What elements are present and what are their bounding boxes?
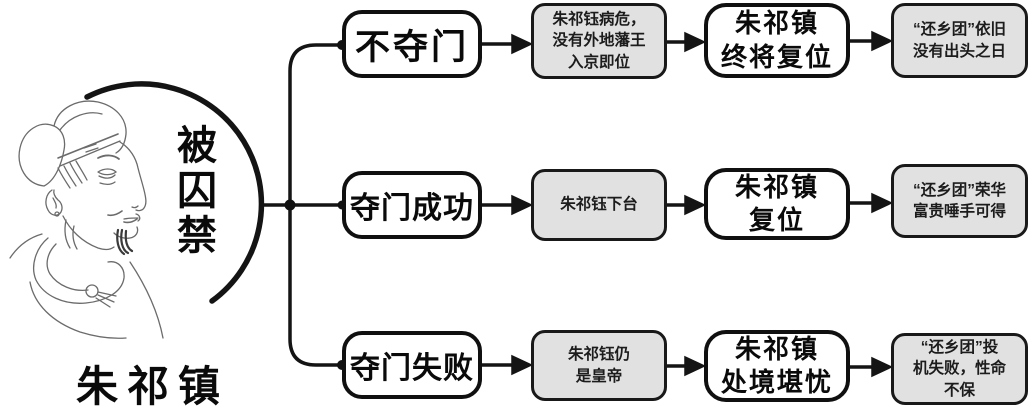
imprisonment-circle-arc xyxy=(84,81,265,304)
flow-arrow-r1-c xyxy=(850,30,894,52)
flow-arrow-r2-b xyxy=(667,194,707,216)
junction-dot xyxy=(284,199,296,211)
flow-arrow-r3-b xyxy=(667,355,707,377)
result-box-row2: “还乡团”荣华 富贵唾手可得 xyxy=(891,164,1028,238)
consequence-box-row2: 朱祁钰下台 xyxy=(531,169,667,241)
portrait-ear xyxy=(45,189,63,217)
portrait-neck-collar xyxy=(9,215,164,339)
portrait-cap xyxy=(18,100,127,187)
result-box-row1: “还乡团”依旧 没有出头之日 xyxy=(891,3,1028,78)
condition-box-row2: 夺门成功 xyxy=(342,171,482,239)
flow-arrow-r1-b xyxy=(667,31,707,53)
flow-arrow-r3-c xyxy=(850,356,894,378)
consequence-box-row1: 朱祁钰病危， 没有外地藩王 入京即位 xyxy=(531,3,667,79)
outcome-box-row2: 朱祁镇 复位 xyxy=(704,168,850,240)
flow-arrow-r3-a xyxy=(482,354,534,376)
consequence-box-row3: 朱祁钰仍 是皇帝 xyxy=(531,330,667,401)
branch-trunk-line xyxy=(261,43,344,367)
outcome-box-row1: 朱祁镇 终将复位 xyxy=(704,3,850,78)
flow-arrows xyxy=(482,30,894,378)
outcome-box-row3: 朱祁镇 处境堪忧 xyxy=(704,330,850,402)
portrait-hair xyxy=(57,160,88,189)
condition-box-row1: 不夺门 xyxy=(342,10,482,78)
portrait-face xyxy=(97,141,147,239)
condition-box-row3: 夺门失败 xyxy=(342,331,482,399)
flow-arrow-r1-a xyxy=(482,33,534,55)
imprisoned-status-label: 被囚禁 xyxy=(177,124,217,258)
person-name-label: 朱祁镇 xyxy=(76,363,230,410)
flow-arrow-r2-a xyxy=(482,194,534,216)
portrait-beard xyxy=(116,228,134,256)
flow-arrow-r2-c xyxy=(850,192,894,214)
result-box-row3: “还乡团”投 机失败，性命 不保 xyxy=(891,333,1028,405)
